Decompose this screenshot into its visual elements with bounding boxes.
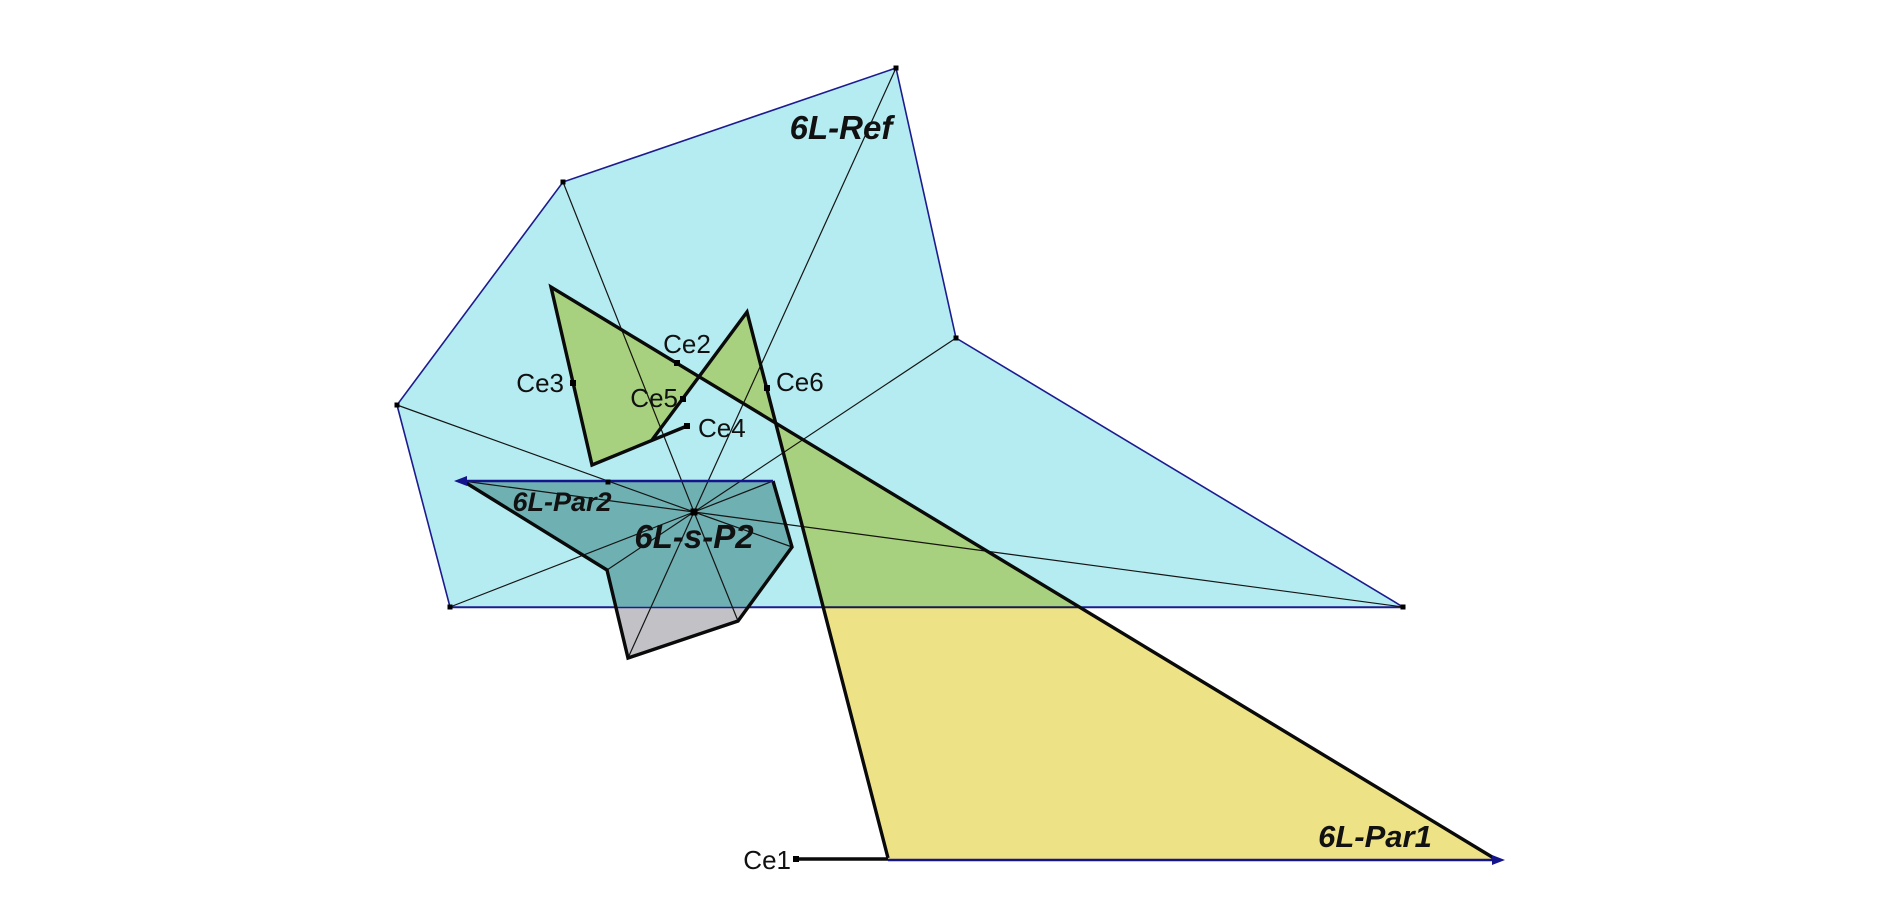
kernel-ray-10 <box>693 511 739 622</box>
kernel-ray-3 <box>396 404 695 513</box>
point-Ce4[interactable] <box>684 423 690 429</box>
kernel-ray-9 <box>693 511 793 548</box>
kernel-ray-6 <box>693 337 957 513</box>
point-vertex-ref-left[interactable] <box>394 402 400 408</box>
par1-star-edges-a <box>548 283 1498 862</box>
label-Ce2: Ce2 <box>663 329 711 359</box>
kernel-ray-7 <box>462 480 695 513</box>
label-6L-s-P2: 6L-s-P2 <box>634 518 754 555</box>
par1-right-tip-arrow <box>1492 855 1505 865</box>
label-Ce5: Ce5 <box>630 383 678 413</box>
label-Ce1: Ce1 <box>743 845 791 875</box>
label-Ce4: Ce4 <box>698 413 746 443</box>
point-vertex-ref-top[interactable] <box>893 65 899 71</box>
point-vertex-ref-neck[interactable] <box>953 335 959 341</box>
kernel-ray-12 <box>606 511 695 571</box>
point-Ce3[interactable] <box>570 380 576 386</box>
label-Ce3: Ce3 <box>516 368 564 398</box>
par2-left-tip-arrow <box>454 476 467 486</box>
par2-hexagon-lower-gray[interactable] <box>616 607 748 658</box>
point-vertex-ref-right[interactable] <box>1400 604 1406 610</box>
point-Ce5[interactable] <box>680 396 686 402</box>
point-Ce6[interactable] <box>764 385 770 391</box>
point-Ce2[interactable] <box>674 360 680 366</box>
point-vertex-ref-upperleft[interactable] <box>560 179 566 185</box>
point-on-par2-top-edge[interactable] <box>605 479 611 485</box>
kernel-ray-11 <box>627 511 695 659</box>
par2-hexagon-upper-teal[interactable] <box>463 481 792 607</box>
kernel-ray-4 <box>449 511 695 608</box>
label-6L-Par1: 6L-Par1 <box>1318 819 1432 854</box>
point-vertex-ref-bottomleft[interactable] <box>447 604 453 610</box>
kernel-ray-1 <box>693 67 897 513</box>
label-Ce6: Ce6 <box>776 367 824 397</box>
par2-hexagon-black-edges <box>462 479 794 661</box>
point-kernel-center[interactable] <box>690 508 698 516</box>
label-6L-Ref: 6L-Ref <box>790 109 896 146</box>
label-6L-Par2: 6L-Par2 <box>512 487 611 517</box>
kernel-ray-8 <box>693 480 774 513</box>
point-Ce1[interactable] <box>793 856 799 862</box>
